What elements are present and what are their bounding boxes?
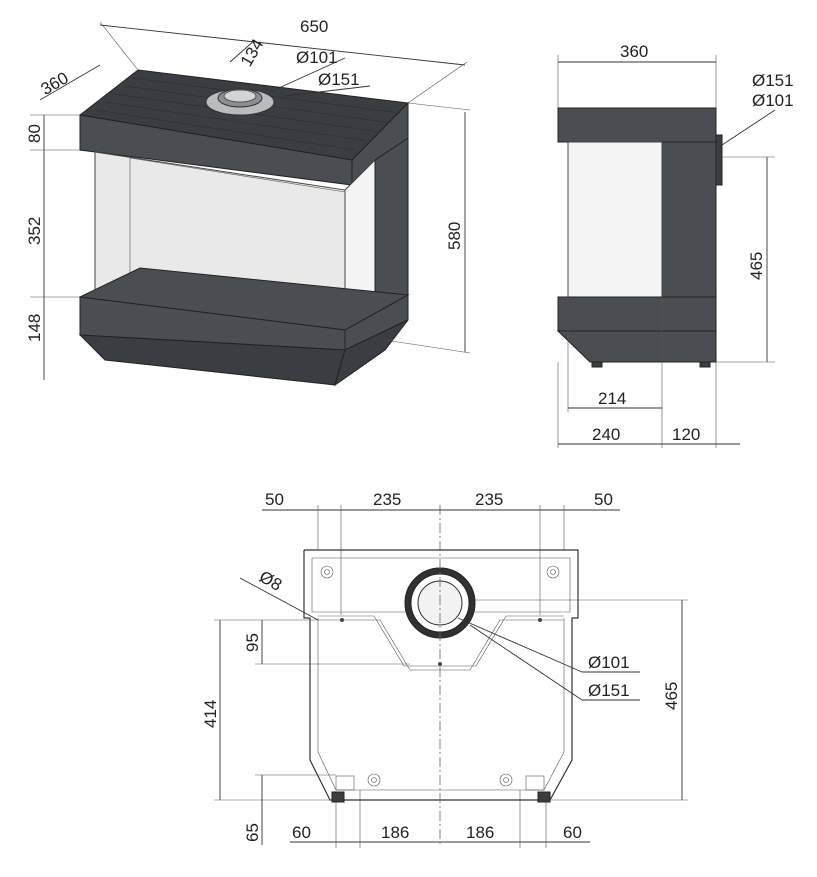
side-view: 360 Ø151 Ø101 465 214 240 120 xyxy=(556,42,794,448)
label-side-d101: Ø101 xyxy=(752,91,794,110)
label-foot-60-left: 60 xyxy=(292,823,311,842)
hole-top-left xyxy=(320,565,334,579)
label-120: 120 xyxy=(672,425,700,444)
base-side-slope xyxy=(334,319,409,387)
mount-holes xyxy=(320,565,560,787)
label-50-left: 50 xyxy=(265,490,284,509)
label-50-right: 50 xyxy=(594,490,613,509)
ext-line-650-left xyxy=(99,21,139,71)
hole-bottom-right xyxy=(499,773,513,787)
side-glass xyxy=(567,141,663,298)
leader-d8 xyxy=(239,577,319,621)
label-side-360: 360 xyxy=(620,42,648,61)
side-foot-right xyxy=(699,361,711,368)
label-214: 214 xyxy=(598,389,626,408)
leader-side-diameters xyxy=(721,109,776,146)
label-side-d151: Ø151 xyxy=(752,71,794,90)
foot-right xyxy=(537,791,551,803)
label-d101-top: Ø101 xyxy=(296,48,338,67)
hole-top-right xyxy=(546,565,560,579)
label-d151-top: Ø151 xyxy=(318,70,360,89)
perspective-view: 650 360 134 Ø101 Ø151 80 352 148 580 xyxy=(25,17,471,387)
label-414: 414 xyxy=(201,700,220,728)
side-flue-tab xyxy=(715,134,723,186)
label-240: 240 xyxy=(592,425,620,444)
leader-d151 xyxy=(284,85,371,97)
small-hole-left xyxy=(340,618,344,622)
label-foot-60-right: 60 xyxy=(563,823,582,842)
leader-bottom-d101 xyxy=(457,617,583,673)
bracket-right xyxy=(525,775,545,791)
label-d8: Ø8 xyxy=(256,567,285,595)
side-top-block xyxy=(557,107,717,143)
bottom-top-plate xyxy=(311,557,571,613)
ext-line-650-right xyxy=(407,61,468,104)
label-360: 360 xyxy=(38,68,72,99)
flue-pipe xyxy=(223,89,257,103)
label-foot-186-left: 186 xyxy=(381,823,409,842)
foot-left xyxy=(331,791,345,803)
label-foot-186-right: 186 xyxy=(466,823,494,842)
side-rear-column xyxy=(661,141,717,298)
hole-bottom-left xyxy=(367,773,381,787)
bottom-view: 50 235 235 50 Ø8 95 414 465 Ø101 Ø151 65 xyxy=(201,490,688,848)
label-235-right: 235 xyxy=(475,490,503,509)
bottom-inner-outline xyxy=(317,618,565,791)
leader-bottom-d151 xyxy=(469,624,583,701)
ext-580-bottom xyxy=(384,339,471,354)
label-352: 352 xyxy=(25,217,44,245)
label-bottom-d101: Ø101 xyxy=(588,653,630,672)
label-65: 65 xyxy=(243,823,262,842)
dim-line-360 xyxy=(39,64,101,101)
ext-580-top xyxy=(407,102,471,111)
small-hole-right xyxy=(538,618,542,622)
label-95: 95 xyxy=(243,633,262,652)
dim-line-134 xyxy=(229,39,256,63)
label-side-465: 465 xyxy=(747,252,766,280)
label-bottom-d151: Ø151 xyxy=(588,681,630,700)
label-148: 148 xyxy=(25,314,44,342)
label-650: 650 xyxy=(300,17,328,36)
firebox-top-edge xyxy=(129,157,346,193)
side-base-slope xyxy=(556,330,717,363)
dim-line-650 xyxy=(99,24,466,66)
side-foot-left xyxy=(591,361,603,368)
bracket-left xyxy=(335,775,355,791)
leader-d101 xyxy=(269,57,346,93)
label-580: 580 xyxy=(445,222,464,250)
label-bottom-465: 465 xyxy=(662,682,681,710)
side-base xyxy=(557,296,717,332)
label-235-left: 235 xyxy=(373,490,401,509)
label-80: 80 xyxy=(25,124,44,143)
